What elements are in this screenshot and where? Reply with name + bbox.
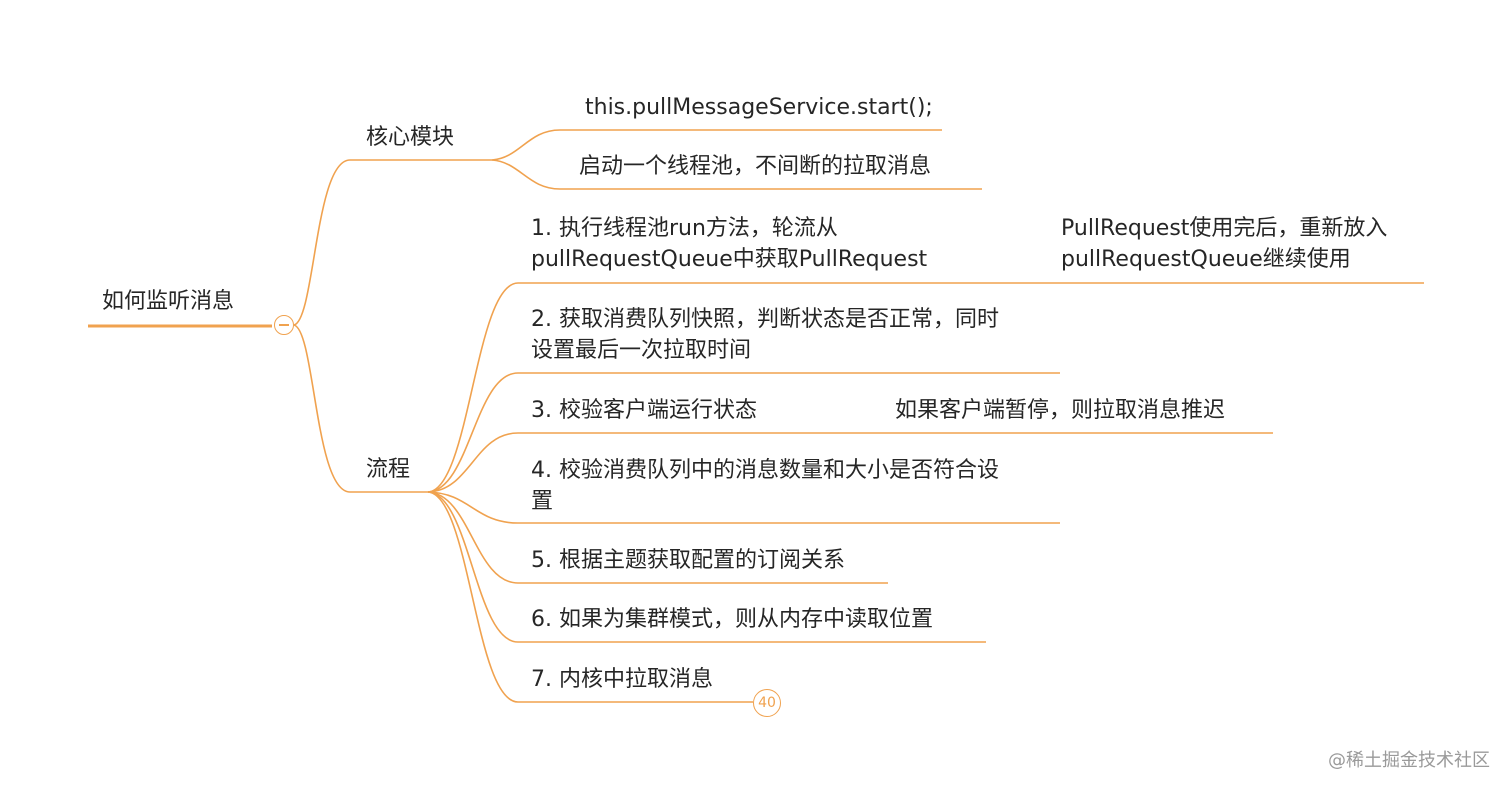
core-child-description[interactable]: 启动一个线程池，不间断的拉取消息 [579,154,932,179]
flow-step-4-line2: 置 [531,489,554,514]
watermark: @稀土掘金技术社区 [1328,750,1490,771]
flow-step-1-subnode[interactable]: PullRequest使用完后，重新放入 pullRequestQueue继续使… [1061,213,1387,275]
flow-step-2-line1: 2. 获取消费队列快照，判断状态是否正常，同时 [531,307,999,332]
flow-step-1-subnode-line2: pullRequestQueue继续使用 [1061,247,1351,272]
collapse-toggle-button[interactable] [274,315,294,335]
flow-step-4-line1: 4. 校验消费队列中的消息数量和大小是否符合设 [531,458,999,483]
root-node[interactable]: 如何监听消息 [102,289,235,314]
flow-step-7[interactable]: 7. 内核中拉取消息 [531,667,713,692]
flow-step-1-line1: 1. 执行线程池run方法，轮流从 [531,216,838,241]
core-child-code[interactable]: this.pullMessageService.start(); [585,95,933,120]
minus-icon [279,324,289,326]
flow-step-5[interactable]: 5. 根据主题获取配置的订阅关系 [531,548,845,573]
flow-step-3[interactable]: 3. 校验客户端运行状态 [531,398,757,423]
flow-step-4[interactable]: 4. 校验消费队列中的消息数量和大小是否符合设 置 [531,455,999,517]
flow-step-1-subnode-line1: PullRequest使用完后，重新放入 [1061,216,1388,241]
flow-step-2[interactable]: 2. 获取消费队列快照，判断状态是否正常，同时 设置最后一次拉取时间 [531,304,999,366]
flow-step-1[interactable]: 1. 执行线程池run方法，轮流从 pullRequestQueue中获取Pul… [531,213,927,275]
flow-step-6[interactable]: 6. 如果为集群模式，则从内存中读取位置 [531,607,933,632]
flow-step-3-subnode[interactable]: 如果客户端暂停，则拉取消息推迟 [895,398,1226,423]
flow-step-1-line2: pullRequestQueue中获取PullRequest [531,247,928,272]
collapsed-count-badge[interactable]: 40 [753,689,781,717]
branch-core-module[interactable]: 核心模块 [366,125,455,150]
flow-step-2-line2: 设置最后一次拉取时间 [531,338,752,363]
branch-flow[interactable]: 流程 [366,457,411,482]
